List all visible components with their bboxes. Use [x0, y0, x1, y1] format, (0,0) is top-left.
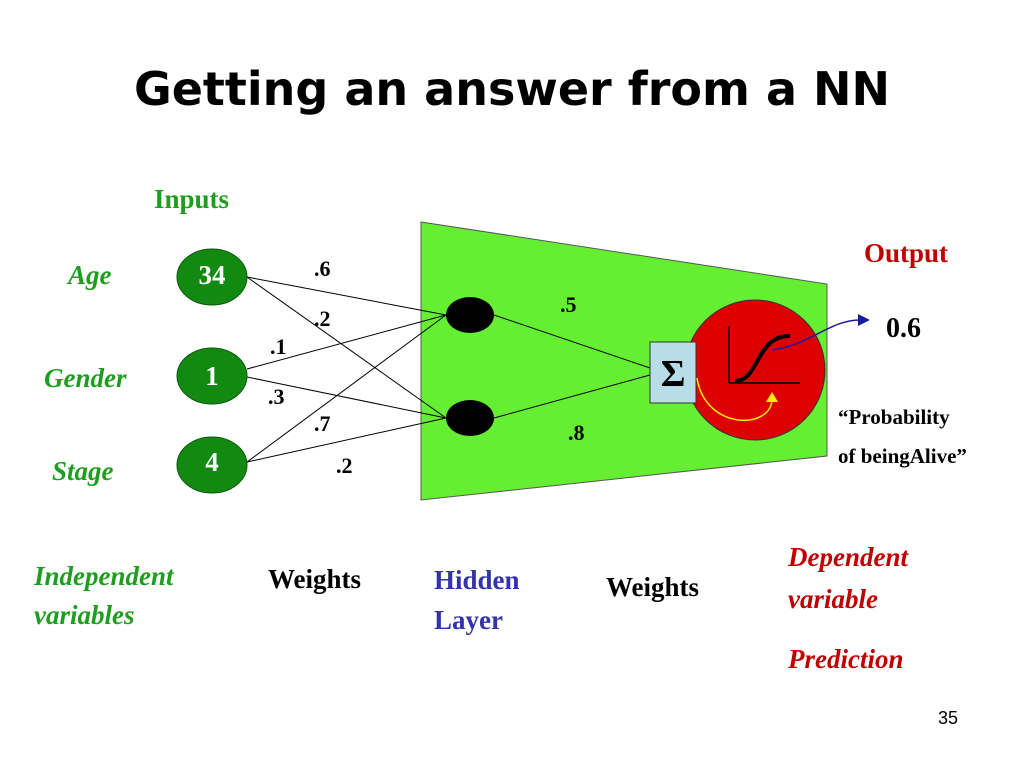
prediction-label: Prediction — [788, 644, 904, 674]
input-label-gender: Gender — [44, 363, 127, 393]
output-description-line2: of beingAlive” — [838, 444, 967, 468]
output-arrow — [771, 319, 861, 351]
weight-h2-sum: .8 — [568, 420, 585, 445]
weights-label-2: Weights — [606, 572, 700, 602]
hidden-node-2 — [446, 400, 494, 436]
input-connections — [246, 276, 447, 463]
weights-label-1: Weights — [268, 564, 362, 594]
input-value-stage: 4 — [205, 447, 219, 477]
hidden-node-1 — [446, 297, 494, 333]
dependent-variable-line2: variable — [788, 584, 878, 614]
weight-age-h1: .6 — [314, 256, 331, 281]
page-number: 35 — [938, 708, 959, 728]
weight-gender-h1: .1 — [270, 334, 287, 359]
yellow-arrow — [696, 377, 773, 421]
weight-stage-h2: .2 — [336, 453, 353, 478]
weight-stage-h1: .7 — [314, 411, 331, 436]
dependent-variable-line1: Dependent — [788, 542, 908, 572]
output-description-line1: “Probability — [838, 405, 950, 429]
input-value-age: 34 — [198, 260, 226, 290]
input-label-age: Age — [68, 260, 112, 290]
sum-symbol: Σ — [661, 353, 686, 395]
hidden-connections — [493, 314, 651, 419]
hidden-layer-line1: Hidden — [434, 565, 520, 595]
weight-gender-h2: .3 — [268, 384, 285, 409]
input-value-gender: 1 — [205, 361, 219, 391]
edge-age-h2 — [246, 276, 447, 419]
inputs-header: Inputs — [154, 184, 230, 214]
output-arrowhead — [858, 314, 870, 326]
sigmoid-plot — [728, 326, 800, 384]
weight-age-h2: .2 — [314, 306, 331, 331]
input-label-stage: Stage — [52, 456, 114, 486]
edge-age-h1 — [246, 276, 447, 316]
edge-h2-sum — [493, 374, 651, 419]
edge-gender-h1 — [246, 314, 447, 370]
yellow-arrowhead — [766, 392, 778, 402]
edge-gender-h2 — [246, 376, 447, 419]
independent-variables-line1: Independent — [34, 561, 174, 591]
edge-stage-h1 — [246, 314, 447, 463]
independent-variables-line2: variables — [34, 600, 135, 630]
input-node-gender — [176, 347, 248, 405]
edge-stage-h2 — [246, 417, 447, 463]
hidden-layer-line2: Layer — [434, 605, 503, 635]
input-node-age — [176, 248, 248, 306]
input-node-stage — [176, 436, 248, 494]
sum-box — [649, 341, 697, 404]
sigmoid-curve — [734, 334, 791, 383]
slide-title: Getting an answer from a NN — [133, 62, 891, 116]
edge-h1-sum — [493, 314, 651, 369]
output-value: 0.6 — [886, 313, 921, 344]
output-header: Output — [864, 238, 949, 268]
weight-h1-sum: .5 — [560, 292, 577, 317]
